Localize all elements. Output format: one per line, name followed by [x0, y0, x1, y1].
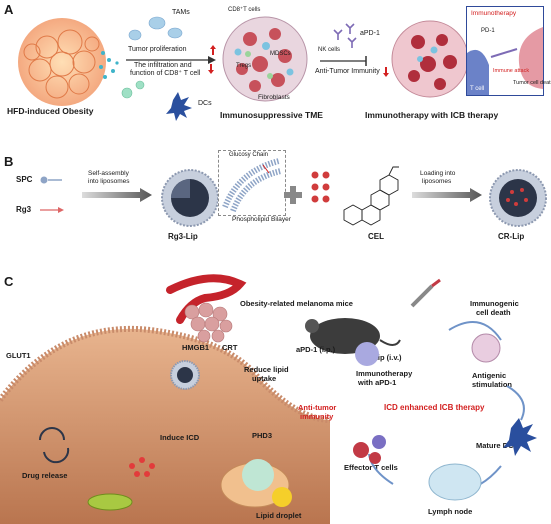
tumor-microenvironment: [222, 16, 308, 102]
arrow-obesity-to-tme: [126, 56, 216, 64]
effector-label: Effector T cells: [344, 463, 398, 472]
loading-1: Loading into: [420, 170, 456, 177]
inset-death: Tumor cell death: [513, 80, 551, 86]
tumor-tissue: [0, 274, 331, 524]
panel-c-label: C: [4, 274, 14, 289]
fat-cell-cluster-icon: [18, 18, 106, 106]
cd8-label: CD8⁺T cells: [228, 7, 261, 13]
inset-pd1: PD-1: [481, 28, 495, 34]
anti-tumor-down-arrow-icon: [383, 67, 389, 77]
tams-label: TAMs: [172, 9, 190, 16]
mature-dcs-label: Mature DCs: [476, 441, 518, 450]
hmgb1-label: HMGB1: [182, 343, 210, 352]
rg3-arrow-icon: [40, 207, 64, 213]
inset-cells: [467, 27, 543, 95]
antitumor-1: Anti-tumor: [298, 403, 337, 412]
crlip-iv-label: CR-Lip (i.v.): [360, 353, 402, 362]
icd-label-2: cell death: [476, 308, 511, 317]
antibody-icons: [333, 23, 357, 48]
icb-caption: Immunotherapy with ICB therapy: [365, 110, 499, 120]
glucosy-label: Glucosy Chain: [229, 152, 269, 158]
antitumor-2: immunity: [300, 412, 334, 421]
anti-tumor-label: Anti-Tumor Immunity: [315, 68, 380, 75]
panel-c: C Obesity-related melanoma m: [0, 270, 551, 524]
tregs-label: Tregs: [236, 63, 252, 69]
cr-liposome: [489, 169, 547, 227]
inset-box: Immunotherapy PD-1 T cell Immune attack …: [466, 6, 551, 96]
apd1-ip-label: aPD-1 (i.p.): [296, 345, 336, 354]
icb-tumor: [391, 20, 469, 98]
inset-title: Immunotherapy: [471, 10, 517, 17]
panel-b: B SPC Rg3 Self-assembly into liposomes R…: [0, 150, 551, 270]
apd1-label: aPD-1: [360, 30, 380, 37]
lymph-label: Lymph node: [428, 507, 473, 516]
infiltration-line1: The infiltration and: [134, 62, 192, 69]
inset-tcell: T cell: [470, 86, 485, 92]
spc-label: SPC: [16, 175, 33, 184]
rg3-label: Rg3: [16, 205, 32, 214]
infiltration-line2: function of CD8⁺ T cell: [130, 70, 201, 77]
crlip-caption: CR-Lip: [498, 232, 525, 241]
panel-b-label: B: [4, 154, 14, 169]
panel-a-label: A: [4, 2, 14, 17]
glut1-label: GLUT1: [6, 351, 31, 360]
self-assembly-arrow: [82, 188, 152, 202]
infiltration-down-arrow-icon: [208, 64, 214, 74]
inhibit-line: [320, 56, 367, 66]
loading-arrow: [412, 188, 482, 202]
icd-label-1: Immunogenic: [470, 299, 519, 308]
reduce-2: uptake: [252, 374, 277, 383]
lipid-droplet-label: Lipid droplet: [256, 511, 302, 520]
dcs-label: DCs: [198, 100, 212, 107]
mice-label: Obesity-related melanoma mice: [240, 299, 353, 308]
phd3-label: PHD3: [252, 431, 273, 440]
icd-enhanced-label: ICD enhanced ICB therapy: [384, 403, 485, 412]
rg3-liposome: [161, 169, 219, 227]
reduce-1: Reduce lipid: [244, 365, 289, 374]
tumor-proliferation-up-arrow-icon: [210, 45, 216, 55]
rg3lip-caption: Rg3-Lip: [168, 232, 198, 241]
plus-icon: [284, 186, 302, 204]
loading-2: liposomes: [422, 178, 452, 185]
bilayer-zoom-box: Glucosy Chain: [218, 150, 286, 216]
obesity-caption: HFD-induced Obesity: [7, 106, 94, 116]
antigenic-1: Antigenic: [472, 371, 507, 380]
cel-dots-icon: [311, 171, 330, 203]
crt-label: CRT: [222, 343, 238, 352]
panel-a: A TAMs DCs HFD-induced Obesity Tumor pro…: [0, 0, 551, 150]
self-assembly-1: Self-assembly: [88, 170, 129, 177]
bilayer-label: Phospholipid Bilayer: [232, 216, 291, 223]
immune-cycle: [353, 321, 537, 501]
self-assembly-2: into liposomes: [88, 178, 130, 185]
bilayer-icon: [222, 158, 282, 213]
cel-structure-icon: [343, 166, 399, 226]
mdscs-label: MDSCs: [270, 51, 291, 57]
immuno-1: Immunotherapy: [356, 369, 413, 378]
antigenic-2: stimulation: [472, 380, 513, 389]
inset-immune: Immune attack: [493, 68, 530, 74]
cel-caption: CEL: [368, 232, 384, 241]
drug-release-label: Drug release: [22, 471, 68, 480]
immuno-2: with aPD-1: [358, 378, 397, 387]
fibroblasts-label: Fibroblasts: [258, 94, 290, 101]
nk-label: NK cells: [318, 47, 341, 53]
induce-icd-label: Induce ICD: [160, 433, 200, 442]
immune-cells-scatter: [99, 16, 192, 121]
syringe-icon: [410, 278, 441, 308]
tumor-proliferation-label: Tumor proliferation: [128, 46, 187, 53]
spc-lipid-icon: [40, 176, 62, 184]
tme-caption: Immunosuppressive TME: [220, 110, 323, 120]
